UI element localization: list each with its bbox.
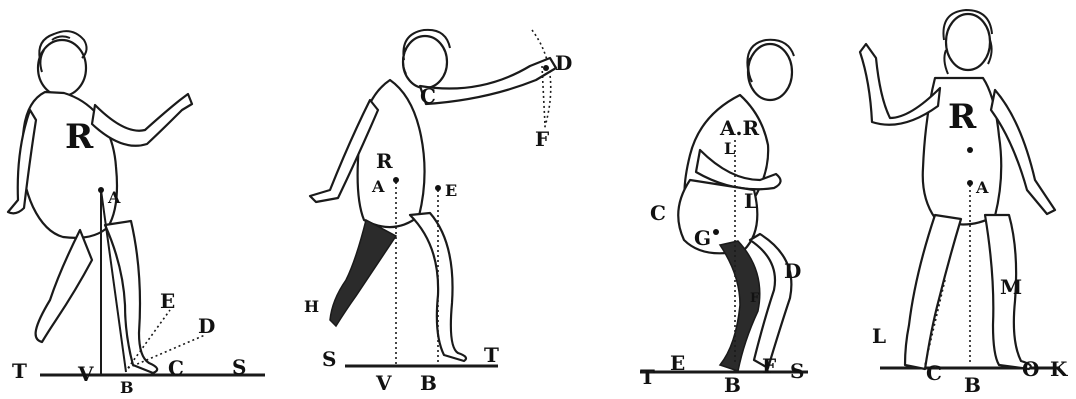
figure-3-left-leg [720,241,760,371]
figure-4-left-leg [905,215,961,369]
label-F: F [535,127,549,151]
label-C: C [650,201,666,225]
label-E: E [670,351,685,375]
label-K: K [1050,357,1068,381]
label-T: T [484,343,499,367]
label-B: B [120,378,134,397]
label-R: R [948,97,977,137]
figure-1: R A E D T V B C S [8,31,265,397]
label-T: T [12,359,27,383]
figure-3: A.R L L C G D F T E B F S [640,40,808,397]
label-R: R [65,117,94,157]
figure-3-head [747,40,794,100]
label-A: A [371,177,385,196]
label-O: O [1022,357,1039,381]
figure-2: D C F R A E H S V B T [304,30,572,395]
figure-4-left-arm [860,44,940,125]
label-A: A [975,178,989,197]
label-D: D [198,314,215,338]
label-L-upper: L [724,139,735,158]
figure-1-right-leg [105,221,157,373]
label-E: E [160,289,175,313]
label-C: C [168,356,184,380]
figure-2-left-leg [330,220,396,326]
label-M: M [1000,275,1022,299]
label-F-ground: F [762,354,776,378]
label-G: G [694,226,711,250]
label-B: B [724,373,741,397]
label-B: B [964,373,981,397]
label-AR: A.R [719,116,759,140]
figure-4-head [943,10,992,74]
figure-4: R A M L C B O K [860,10,1068,397]
label-C: C [420,84,436,108]
label-F-knee: F [750,291,760,306]
label-V: V [77,362,94,386]
label-D: D [555,51,572,75]
label-C: C [926,361,942,385]
label-D: D [784,259,801,283]
label-T: T [640,365,655,389]
label-L-lower: L [744,189,758,213]
figure-1-left-leg [36,230,92,342]
label-S: S [322,347,336,371]
label-E: E [445,181,457,200]
label-V: V [375,371,392,395]
label-B: B [420,371,437,395]
label-S: S [232,355,246,379]
label-S: S [790,359,804,383]
label-A: A [107,188,121,207]
figure-1-head [38,31,87,96]
label-R: R [376,149,393,173]
label-H: H [304,297,319,316]
figure-2-head [403,30,450,88]
label-L: L [872,324,886,348]
